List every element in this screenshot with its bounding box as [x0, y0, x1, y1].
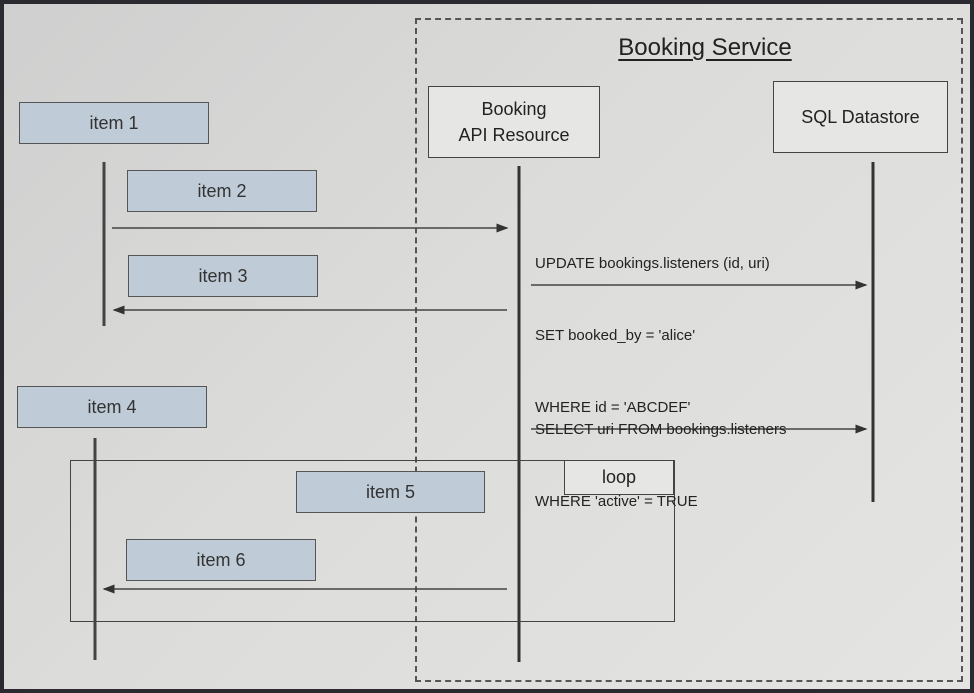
item-3[interactable]: item 3 [128, 255, 318, 297]
item-5[interactable]: item 5 [296, 471, 485, 513]
loop-fragment [70, 460, 675, 622]
message-update: UPDATE bookings.listeners (id, uri) SET … [535, 204, 770, 468]
message-update-line3: WHERE id = 'ABCDEF' [535, 399, 691, 416]
item-6[interactable]: item 6 [126, 539, 316, 581]
message-select: SELECT uri FROM bookings.listeners WHERE… [535, 370, 786, 562]
participant-sql-datastore-label: SQL Datastore [801, 107, 920, 127]
message-update-line2: SET booked_by = 'alice' [535, 327, 696, 344]
item-2[interactable]: item 2 [127, 170, 317, 212]
message-update-line1: UPDATE bookings.listeners (id, uri) [535, 255, 770, 272]
loop-label: loop [564, 460, 674, 495]
service-title: Booking Service [618, 34, 792, 61]
diagram-canvas: Booking Service Booking API Resource SQL… [4, 4, 970, 689]
participant-sql-datastore[interactable]: SQL Datastore [773, 81, 948, 153]
lifelines-and-arrows [93, 162, 875, 662]
item-1[interactable]: item 1 [19, 102, 209, 144]
booking-service-boundary [415, 18, 963, 682]
message-select-line1: SELECT uri FROM bookings.listeners [535, 421, 787, 438]
item-4[interactable]: item 4 [17, 386, 207, 428]
participant-booking-api-line2: API Resource [458, 125, 570, 145]
participant-booking-api-line1: Booking [481, 99, 547, 119]
message-select-line2: WHERE 'active' = TRUE [535, 493, 698, 510]
participant-booking-api[interactable]: Booking API Resource [428, 86, 600, 158]
